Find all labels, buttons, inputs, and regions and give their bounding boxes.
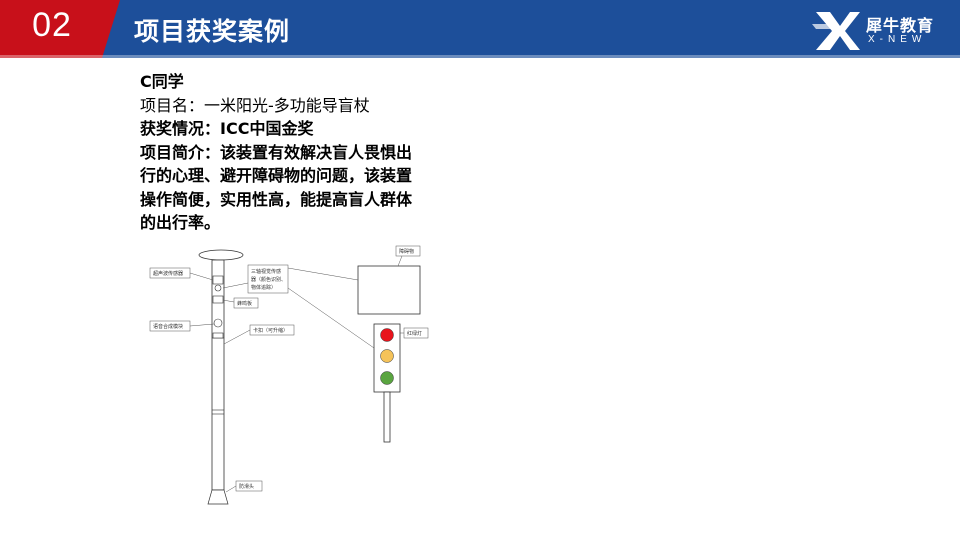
award-line: 获奖情况：ICC中国金奖 [140, 117, 460, 141]
leader-clip [223, 329, 251, 345]
clip-shape [212, 332, 224, 339]
label-antislip: 防滑头 [239, 483, 254, 490]
leader-antislip [225, 485, 237, 493]
ultrasonic-sensor-shape [212, 275, 224, 285]
intro-line-2: 行的心理、避开障碍物的问题，该装置 [140, 166, 413, 185]
page-title: 项目获奖案例 [134, 17, 291, 46]
obstacle-box [357, 265, 421, 315]
label-buzzer: 蜂鸣板 [237, 300, 252, 307]
cane-shaft [211, 259, 225, 491]
buzzer-shape [212, 295, 224, 304]
cane-diagram: 超声波传感器 三轴视觉传感 器（颜色识别、 物体追踪） 蜂鸣板 语音合成模块 卡… [149, 245, 429, 505]
leader-obstacle [397, 255, 403, 267]
anti-slip-head-shape [207, 489, 229, 505]
label-voice: 语音合成模块 [153, 323, 183, 330]
label-box-buzzer [233, 297, 259, 309]
leader-three-axis [222, 282, 249, 289]
yellow-light [380, 349, 394, 363]
project-name: 一米阳光-多功能导盲杖 [204, 95, 370, 115]
intro-text-1: 该装置有效解决盲人畏惧出 [220, 142, 413, 162]
label-traffic-light: 红绿灯 [407, 330, 422, 337]
leader-voice [189, 323, 215, 327]
student-name: C同学 [140, 72, 184, 91]
award-value: ICC中国金奖 [220, 119, 314, 138]
logo-english-text: X-NEW [868, 34, 927, 45]
project-name-line: 项目名：一米阳光-多功能导盲杖 [140, 94, 460, 118]
logo-chinese-text: 犀牛教育 [866, 16, 935, 35]
intro-label: 项目简介： [140, 142, 221, 162]
intro-line-3: 操作简便，实用性高，能提高盲人群体 [140, 189, 413, 209]
award-label: 获奖情况： [140, 119, 221, 138]
label-three-axis-3: 物体追踪） [251, 284, 276, 291]
red-light [380, 328, 394, 342]
green-light [380, 371, 394, 385]
x-logo-icon [812, 12, 860, 50]
project-label: 项目名： [140, 95, 205, 115]
project-description: C同学 项目名：一米阳光-多功能导盲杖 获奖情况：ICC中国金奖 项目简介：该装… [140, 70, 460, 235]
sensor-dot-icon [214, 284, 222, 292]
section-number: 02 [32, 6, 72, 44]
label-clip: 卡扣（可升缩） [253, 327, 288, 334]
label-three-axis-1: 三轴视觉传感 [251, 268, 281, 275]
intro-line-1: 项目简介：该装置有效解决盲人畏惧出 [140, 141, 460, 165]
traffic-light-pole [383, 391, 391, 443]
label-ultrasonic: 超声波传感器 [153, 270, 183, 277]
header-divider [0, 55, 960, 58]
label-box-obstacle [395, 245, 421, 257]
sensor-to-obstacle-line [287, 267, 359, 281]
brand-logo: 犀牛教育 X-NEW [812, 10, 952, 52]
leader-buzzer [222, 299, 235, 303]
sensor-to-light-line [287, 287, 375, 349]
label-box-three-axis [247, 264, 289, 294]
cane-top-disc [198, 249, 244, 261]
section-number-box: 02 [0, 0, 120, 58]
leader-ultrasonic [189, 272, 214, 281]
label-obstacle: 障碍物 [399, 248, 414, 255]
intro-line-4: 的出行率。 [140, 213, 221, 232]
voice-module-shape [213, 318, 223, 328]
label-three-axis-2: 器（颜色识别、 [251, 276, 286, 283]
header-bar: 02 项目获奖案例 犀牛教育 X-NEW [0, 0, 960, 58]
